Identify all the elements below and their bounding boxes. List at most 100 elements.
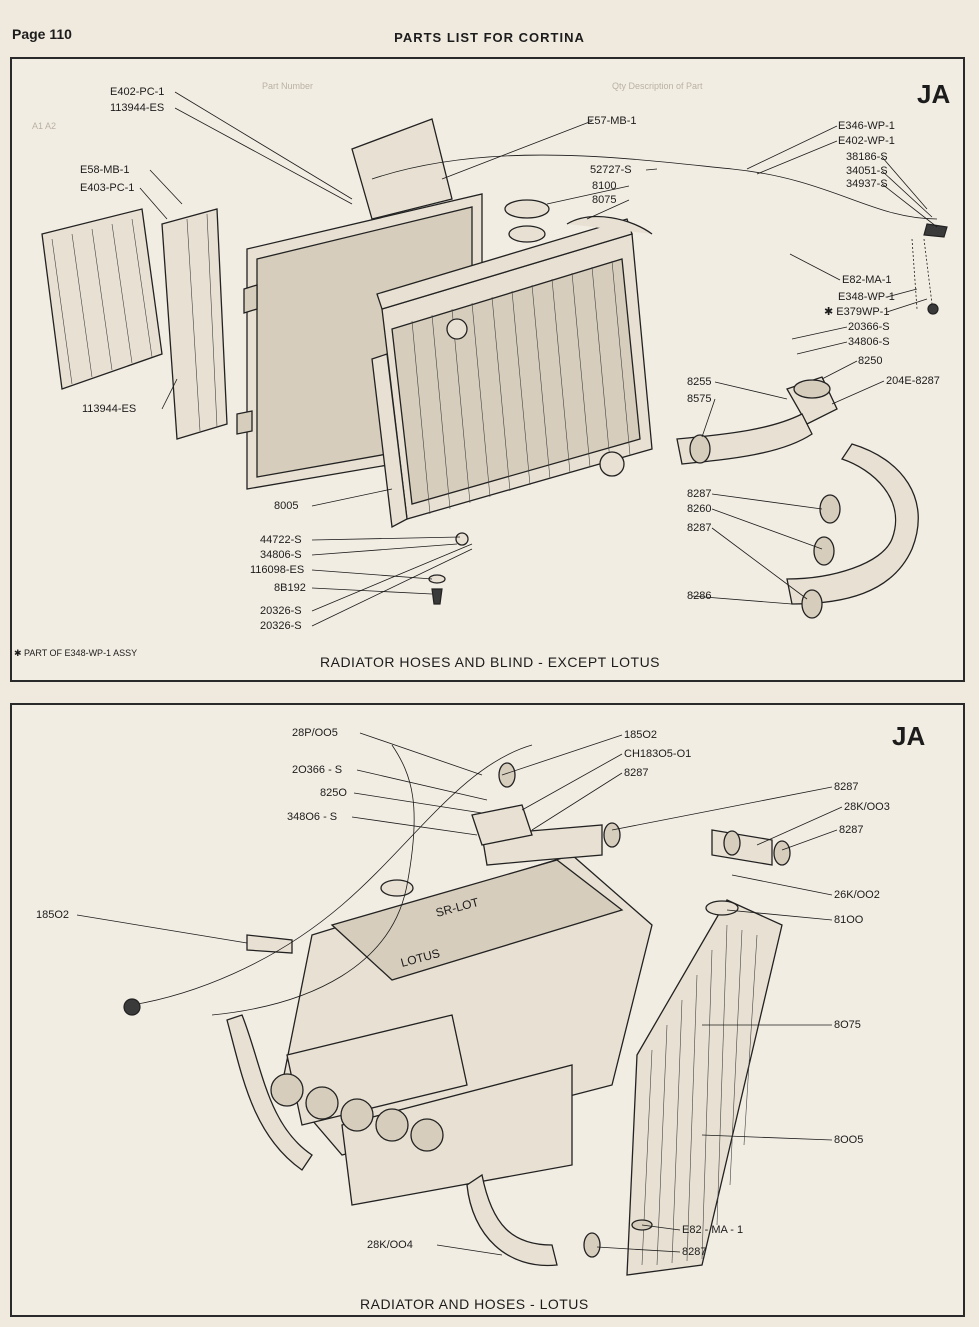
part-label: E403-PC-1: [80, 182, 134, 194]
part-label: 8075: [592, 194, 616, 206]
diagram-caption: RADIATOR AND HOSES - LOTUS: [360, 1296, 589, 1312]
part-label: 8260: [687, 503, 711, 515]
hose-clips: [689, 434, 841, 619]
lotus-radiator-diagram: JA SR-LOT LOTUS: [36, 721, 925, 1312]
ja-badge: JA: [892, 721, 925, 751]
bottom-hose: [466, 1173, 558, 1267]
heater-pipe: [211, 744, 415, 1016]
control-cable: [131, 744, 533, 1006]
top-hose: [676, 413, 813, 465]
part-label: 116098-ES: [250, 564, 304, 576]
cable-grommet: [123, 998, 141, 1016]
ja-badge: JA: [917, 79, 950, 109]
part-label: 8100: [592, 180, 616, 192]
diagram-panel-except-lotus: JA Part Number Qty Description of Part A…: [10, 57, 965, 682]
part-label: 8287: [687, 522, 711, 534]
chain-pull: [927, 303, 939, 315]
part-label: 113944-ES: [110, 102, 164, 114]
part-labels: 28P/OO5 185O2 CH183O5-O1 8287 2O366 - S …: [36, 727, 890, 1258]
part-label: 185O2: [624, 729, 657, 741]
diagram-caption: RADIATOR HOSES AND BLIND - EXCEPT LOTUS: [320, 654, 660, 670]
radiator-top-hose: [711, 829, 773, 866]
part-label: 348O6 - S: [287, 811, 337, 823]
part-label: 20326-S: [260, 620, 302, 632]
part-label: 8287: [687, 488, 711, 500]
part-label: 34937-S: [846, 178, 888, 190]
svg-text:Part Number: Part Number: [262, 81, 313, 91]
carburettors: [270, 1014, 468, 1152]
footnote: ✱ PART OF E348-WP-1 ASSY: [14, 648, 137, 658]
part-label: E402-WP-1: [838, 135, 895, 147]
part-label: E402-PC-1: [110, 86, 164, 98]
part-label: 8B192: [274, 582, 306, 594]
blind-fabric: [41, 208, 163, 390]
radiator-cap: [504, 199, 550, 219]
bypass-hose: [246, 934, 293, 954]
part-label: 34806-S: [848, 336, 890, 348]
radiator-blind-diagram: JA Part Number Qty Description of Part A…: [14, 79, 950, 670]
part-label: 34051-S: [846, 165, 888, 177]
overflow-pipe: [566, 216, 653, 235]
part-label: E348-WP-1: [838, 291, 895, 303]
blind-side-panel: [161, 208, 228, 440]
leader-lines: [76, 732, 843, 1256]
part-label: CH183O5-O1: [624, 748, 691, 760]
outlet-neck: [599, 451, 625, 477]
heater-hose: [226, 1014, 313, 1171]
part-label: 28K/OO3: [844, 801, 890, 813]
part-label: 8286: [687, 590, 711, 602]
part-label: 8287: [839, 824, 863, 836]
part-label: 20326-S: [260, 605, 302, 617]
hose-clips: [498, 762, 791, 1258]
svg-text:Qty Description of Part: Qty Description of Part: [612, 81, 703, 91]
part-label: E82-MA-1: [842, 274, 892, 286]
radiator: [626, 899, 783, 1276]
bottom-hose: [786, 443, 919, 605]
part-label: 8287: [624, 767, 648, 779]
radiator-cap: [705, 900, 739, 916]
page-number: Page 110: [12, 26, 72, 42]
part-label: 8005: [274, 500, 298, 512]
part-label: 34806-S: [260, 549, 302, 561]
diagram-panel-lotus: JA SR-LOT LOTUS: [10, 703, 965, 1317]
filler-neck: [508, 225, 546, 243]
bleed-through-text: Part Number Qty Description of Part A1 A…: [32, 81, 703, 131]
part-label: 204E-8287: [886, 375, 940, 387]
part-label: 2O366 - S: [292, 764, 342, 776]
blind-control-cable: [371, 154, 938, 220]
part-label: 44722-S: [260, 534, 302, 546]
part-label: 38186-S: [846, 151, 888, 163]
part-label: 825O: [320, 787, 347, 799]
part-label: 185O2: [36, 909, 69, 921]
svg-text:A1 A2: A1 A2: [32, 121, 56, 131]
part-label: ✱ E379WP-1: [824, 306, 889, 318]
part-label: 52727-S: [590, 164, 632, 176]
part-label: 20366-S: [848, 321, 890, 333]
part-label: 8255: [687, 376, 711, 388]
part-label: 8575: [687, 393, 711, 405]
part-label: 28P/OO5: [292, 727, 338, 739]
cable-knob: [923, 223, 948, 238]
part-label: E57-MB-1: [587, 115, 637, 127]
part-label: 26K/OO2: [834, 889, 880, 901]
bead-chain: [911, 238, 933, 310]
part-labels: E402-PC-1 113944-ES E57-MB-1 E58-MB-1 E4…: [80, 86, 940, 632]
thermostat-housing: [786, 376, 838, 425]
leader-lines: [139, 91, 938, 627]
inlet-neck: [446, 318, 468, 340]
lotus-engine: SR-LOT LOTUS: [281, 854, 653, 1206]
part-label: 8250: [858, 355, 882, 367]
thermostat-housing: [471, 804, 533, 846]
part-label: 8287: [682, 1246, 706, 1258]
part-label: 28K/OO4: [367, 1239, 413, 1251]
part-label: 8287: [834, 781, 858, 793]
part-label: 113944-ES: [82, 403, 136, 415]
part-label: 8O75: [834, 1019, 861, 1031]
part-label: 8OO5: [834, 1134, 863, 1146]
drain-tap: [428, 532, 469, 605]
page-title: PARTS LIST FOR CORTINA: [394, 30, 585, 45]
part-label: 81OO: [834, 914, 864, 926]
part-label: E346-WP-1: [838, 120, 895, 132]
part-label: E58-MB-1: [80, 164, 130, 176]
part-label: E82 - MA - 1: [682, 1224, 743, 1236]
